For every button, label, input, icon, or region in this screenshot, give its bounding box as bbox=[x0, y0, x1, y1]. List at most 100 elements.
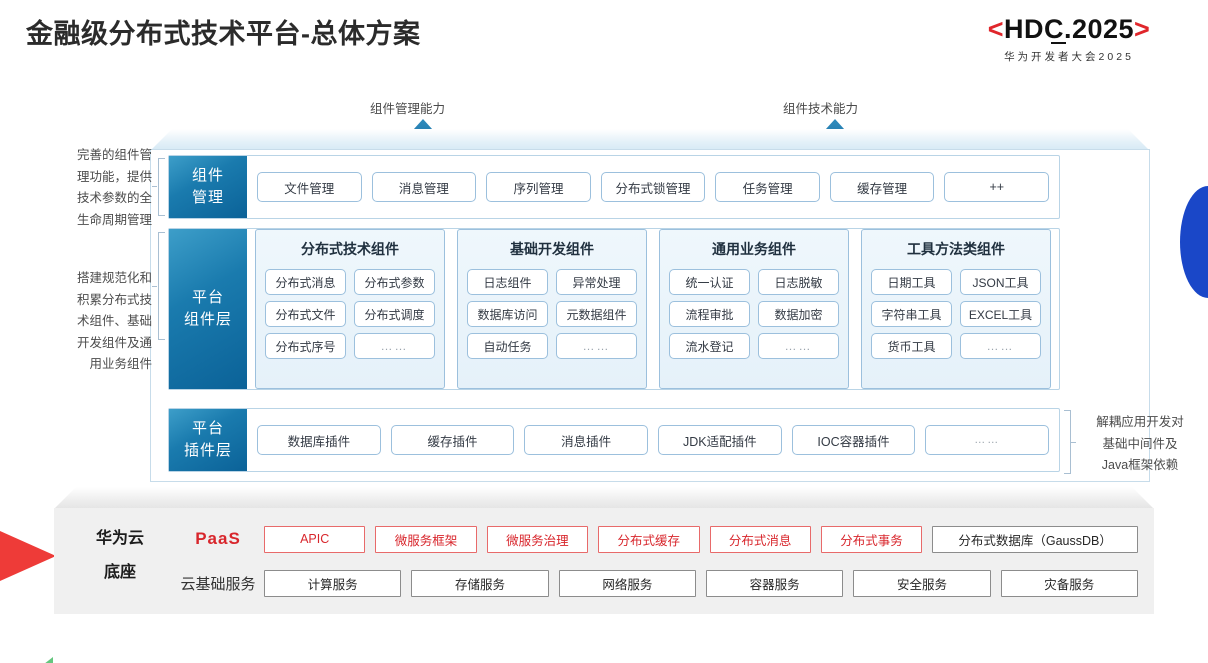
base-chip-compute-service[interactable]: 计算服务 bbox=[264, 569, 402, 597]
brace-right bbox=[1064, 410, 1071, 474]
chip-currency-tool[interactable]: 货币工具 bbox=[871, 333, 952, 359]
chip-more-ellipsis[interactable]: …… bbox=[354, 333, 435, 359]
base-chip-network-service[interactable]: 网络服务 bbox=[558, 569, 696, 597]
chip-database-plugin[interactable]: 数据库插件 bbox=[257, 425, 381, 455]
brace-nub bbox=[152, 186, 157, 187]
group-title-distributed-tech: 分布式技术组件 bbox=[301, 241, 399, 257]
base-label-line-1: 华为云 bbox=[95, 530, 144, 547]
base-chip-security-service[interactable]: 安全服务 bbox=[853, 569, 991, 597]
chip-transaction-record[interactable]: 流水登记 bbox=[669, 333, 750, 359]
capability-label-management: 组件管理能力 bbox=[370, 102, 446, 116]
chip-more-ellipsis[interactable]: …… bbox=[758, 333, 839, 359]
group-grid-distributed-tech: 分布式消息 分布式参数 分布式文件 分布式调度 分布式序号 …… bbox=[265, 269, 435, 359]
chip-excel-tool[interactable]: EXCEL工具 bbox=[960, 301, 1041, 327]
red-arrow-decoration bbox=[0, 506, 56, 606]
layer-items-component-management: 文件管理 消息管理 序列管理 分布式锁管理 任务管理 缓存管理 ++ bbox=[247, 156, 1059, 218]
base-chip-microservice-governance[interactable]: 微服务治理 bbox=[486, 525, 589, 553]
annotation-line: 开发组件及通 bbox=[76, 335, 152, 350]
chip-log-component[interactable]: 日志组件 bbox=[467, 269, 548, 295]
group-grid-general-business: 统一认证 日志脱敏 流程审批 数据加密 流水登记 …… bbox=[669, 269, 839, 359]
brace-left-top bbox=[158, 158, 165, 216]
base-chip-distributed-message[interactable]: 分布式消息 bbox=[709, 525, 811, 553]
group-card-general-business: 通用业务组件 统一认证 日志脱敏 流程审批 数据加密 流水登记 …… bbox=[659, 229, 849, 389]
hdc-bracket-right-icon: > bbox=[1134, 14, 1151, 44]
layer-side-label-platform-component: 平台 组件层 bbox=[169, 229, 247, 389]
base-row-paas: PaaS APIC 微服务框架 微服务治理 分布式缓存 分布式消息 分布式事务 … bbox=[172, 520, 1138, 558]
base-chip-storage-service[interactable]: 存储服务 bbox=[411, 569, 549, 597]
chip-distributed-lock-management[interactable]: 分布式锁管理 bbox=[600, 172, 706, 202]
base-items-paas: APIC 微服务框架 微服务治理 分布式缓存 分布式消息 分布式事务 分布式数据… bbox=[264, 525, 1138, 553]
base-chip-dr-service[interactable]: 灾备服务 bbox=[1000, 569, 1138, 597]
chip-process-approval[interactable]: 流程审批 bbox=[669, 301, 750, 327]
base-chip-distributed-database[interactable]: 分布式数据库（GaussDB） bbox=[932, 525, 1138, 553]
chip-message-management[interactable]: 消息管理 bbox=[371, 172, 477, 202]
chip-date-tool[interactable]: 日期工具 bbox=[871, 269, 952, 295]
chip-metadata-component[interactable]: 元数据组件 bbox=[556, 301, 637, 327]
group-card-basic-dev: 基础开发组件 日志组件 异常处理 数据库访问 元数据组件 自动任务 …… bbox=[457, 229, 647, 389]
chip-more-ellipsis[interactable]: …… bbox=[960, 333, 1041, 359]
base-row-tag-paas: PaaS bbox=[195, 529, 241, 548]
layer-side-label-line-1: 平台 bbox=[191, 420, 224, 438]
base-chip-container-service[interactable]: 容器服务 bbox=[705, 569, 844, 597]
chip-message-plugin[interactable]: 消息插件 bbox=[524, 425, 649, 455]
chip-distributed-file[interactable]: 分布式文件 bbox=[265, 301, 346, 327]
blue-circle-decoration bbox=[1180, 186, 1208, 298]
annotation-component-management: 完善的组件管 理功能，提供 技术参数的全 生命周期管理 bbox=[34, 145, 152, 231]
annotation-decoupling: 解耦应用开发对 基础中间件及 Java框架依赖 bbox=[1078, 412, 1202, 477]
annotation-line: 生命周期管理 bbox=[76, 212, 152, 227]
chip-distributed-message[interactable]: 分布式消息 bbox=[265, 269, 346, 295]
chip-sequence-management[interactable]: 序列管理 bbox=[486, 172, 591, 202]
chip-data-encryption[interactable]: 数据加密 bbox=[758, 301, 839, 327]
group-row: 统一认证 日志脱敏 bbox=[669, 269, 839, 295]
group-row: 日志组件 异常处理 bbox=[467, 269, 637, 295]
base-chip-distributed-cache[interactable]: 分布式缓存 bbox=[598, 525, 700, 553]
group-card-utility: 工具方法类组件 日期工具 JSON工具 字符串工具 EXCEL工具 货币工具 …… bbox=[861, 229, 1051, 389]
chip-cache-management[interactable]: 缓存管理 bbox=[829, 172, 935, 202]
chip-cache-plugin[interactable]: 缓存插件 bbox=[390, 425, 515, 455]
layer-side-label-line-2: 插件层 bbox=[183, 442, 232, 459]
annotation-line: 解耦应用开发对 bbox=[1096, 415, 1184, 429]
layer-side-label-line-1: 平台 bbox=[191, 289, 224, 307]
base-label-line-2: 底座 bbox=[103, 563, 136, 581]
group-row: 日期工具 JSON工具 bbox=[871, 269, 1041, 295]
hdc-logo-subtitle: 华为开发者大会2025 bbox=[1004, 51, 1134, 63]
annotation-line: 术组件、基础 bbox=[76, 314, 152, 328]
layer-side-label-component-management: 组件 管理 bbox=[169, 156, 247, 218]
group-title-basic-dev: 基础开发组件 bbox=[510, 241, 594, 257]
group-row: 货币工具 …… bbox=[871, 333, 1041, 359]
chip-json-tool[interactable]: JSON工具 bbox=[960, 269, 1041, 295]
chip-jdk-adapter-plugin[interactable]: JDK适配插件 bbox=[658, 425, 782, 455]
chip-log-masking[interactable]: 日志脱敏 bbox=[758, 269, 839, 295]
base-chip-apic[interactable]: APIC bbox=[264, 525, 366, 553]
chip-ioc-container-plugin[interactable]: IOC容器插件 bbox=[791, 425, 916, 455]
base-chip-microservice-framework[interactable]: 微服务框架 bbox=[375, 525, 477, 553]
group-row: 自动任务 …… bbox=[467, 333, 637, 359]
layer-items-platform-plugin: 数据库插件 缓存插件 消息插件 JDK适配插件 IOC容器插件 …… bbox=[247, 409, 1059, 471]
hdc-bracket-left-icon: < bbox=[987, 14, 1004, 44]
layer-side-label-platform-plugin: 平台 插件层 bbox=[169, 409, 247, 471]
chip-distributed-param[interactable]: 分布式参数 bbox=[354, 269, 435, 295]
brace-left-mid bbox=[158, 232, 165, 340]
huawei-cloud-base: 华为云 底座 PaaS APIC 微服务框架 微服务治理 分布式缓存 分布式消息… bbox=[54, 508, 1154, 614]
chip-file-management[interactable]: 文件管理 bbox=[257, 172, 362, 202]
layer-platform-plugin: 平台 插件层 数据库插件 缓存插件 消息插件 JDK适配插件 IOC容器插件 …… bbox=[168, 408, 1060, 472]
group-card-distributed-tech: 分布式技术组件 分布式消息 分布式参数 分布式文件 分布式调度 分布式序号 …… bbox=[255, 229, 445, 389]
chip-distributed-schedule[interactable]: 分布式调度 bbox=[354, 301, 435, 327]
chip-string-tool[interactable]: 字符串工具 bbox=[871, 301, 952, 327]
chip-exception-handling[interactable]: 异常处理 bbox=[556, 269, 637, 295]
annotation-line: 用业务组件 bbox=[89, 357, 152, 371]
group-grid-utility: 日期工具 JSON工具 字符串工具 EXCEL工具 货币工具 …… bbox=[871, 269, 1041, 359]
chip-more-ellipsis[interactable]: …… bbox=[925, 425, 1050, 455]
chip-task-management[interactable]: 任务管理 bbox=[715, 172, 820, 202]
chip-more-ellipsis[interactable]: …… bbox=[556, 333, 637, 359]
group-row: 流水登记 …… bbox=[669, 333, 839, 359]
chip-distributed-serial[interactable]: 分布式序号 bbox=[265, 333, 346, 359]
chip-more-plus[interactable]: ++ bbox=[944, 172, 1050, 202]
chip-database-access[interactable]: 数据库访问 bbox=[467, 301, 548, 327]
chip-unified-auth[interactable]: 统一认证 bbox=[669, 269, 750, 295]
base-chip-distributed-transaction[interactable]: 分布式事务 bbox=[820, 525, 923, 553]
chip-auto-task[interactable]: 自动任务 bbox=[467, 333, 548, 359]
hdc-logo: <HDC.2025> 华为开发者大会2025 bbox=[944, 14, 1194, 64]
group-grid-basic-dev: 日志组件 异常处理 数据库访问 元数据组件 自动任务 …… bbox=[467, 269, 637, 359]
layer-component-management: 组件 管理 文件管理 消息管理 序列管理 分布式锁管理 任务管理 缓存管理 ++ bbox=[168, 155, 1060, 219]
